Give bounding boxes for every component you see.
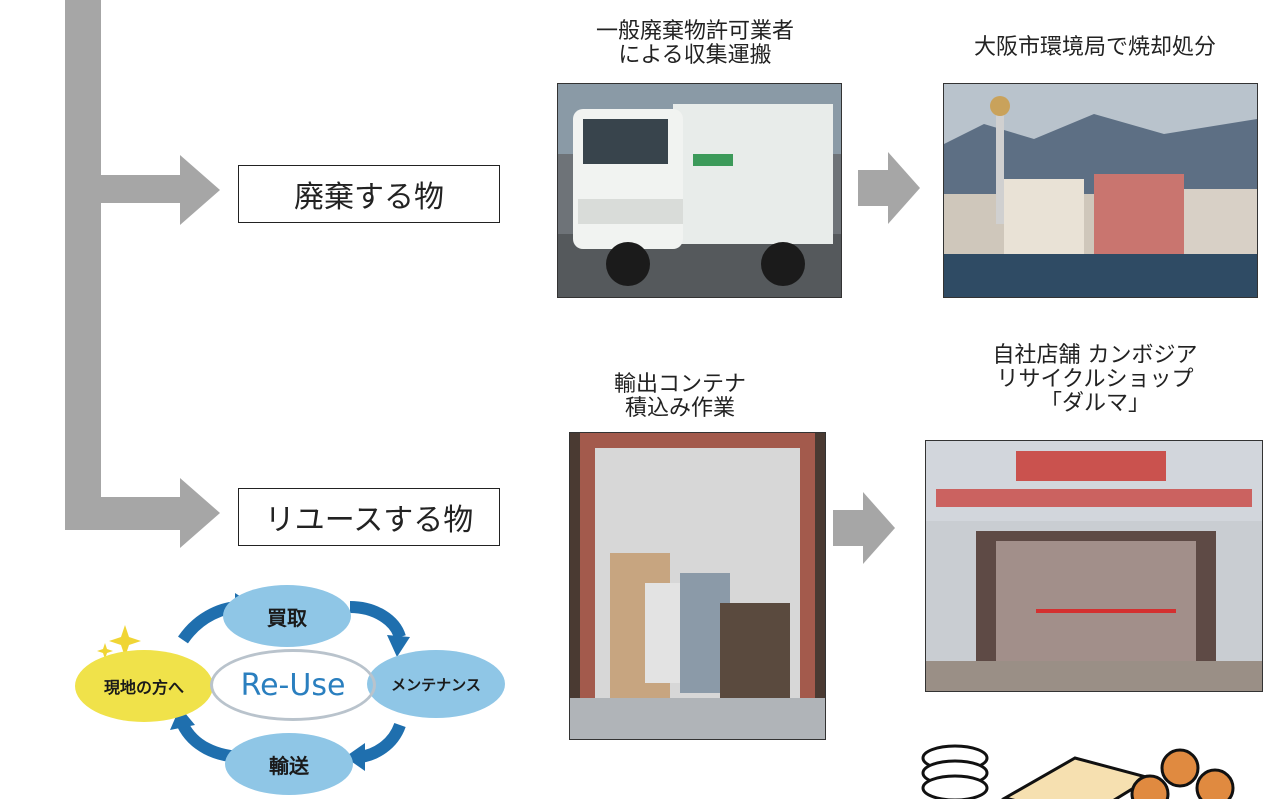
reuse-cycle: 買取 メンテナンス 輸送 現地の方へ Re-Use xyxy=(75,585,515,799)
waste-branch-arrowhead xyxy=(180,155,220,225)
local-bubble: 現地の方へ xyxy=(75,650,213,722)
reuse-center-logo: Re-Use xyxy=(210,649,376,721)
reuse-flow-arrow xyxy=(833,492,895,564)
cambodia-shop-photo xyxy=(925,440,1263,692)
reuse-branch-arrowhead xyxy=(180,478,220,548)
incineration-caption: 大阪市環境局で焼却処分 xyxy=(973,35,1216,60)
transport-bubble: 輸送 xyxy=(225,733,353,795)
container-loading-photo xyxy=(569,432,826,740)
shop-caption: 自社店舗 カンボジア リサイクルショップ 「ダルマ」 xyxy=(992,343,1198,416)
waste-branch xyxy=(65,175,185,203)
tableware-illustration xyxy=(921,744,1235,799)
incineration-plant-photo xyxy=(943,83,1258,298)
collection-caption: 一般廃棄物許可業者 による収集運搬 xyxy=(595,19,794,68)
container-caption: 輸出コンテナ 積込み作業 xyxy=(613,372,746,421)
waste-label: 廃棄する物 xyxy=(238,165,500,223)
flow-trunk xyxy=(65,0,101,530)
reuse-label: リユースする物 xyxy=(238,488,500,546)
waste-flow-arrow xyxy=(858,152,920,224)
garbage-truck-photo xyxy=(557,83,842,298)
purchase-bubble: 買取 xyxy=(223,585,351,647)
maintenance-bubble: メンテナンス xyxy=(367,650,505,718)
reuse-branch xyxy=(65,497,185,530)
